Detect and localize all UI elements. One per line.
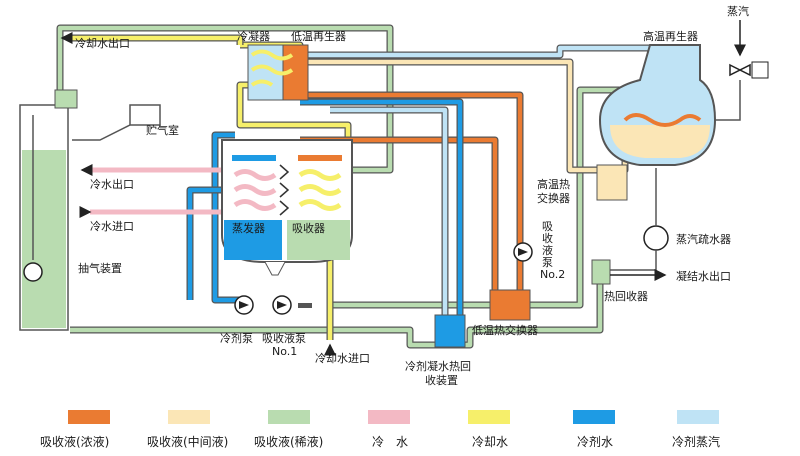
legend-label-mid: 吸收液(中间液) [147,434,228,449]
label-cooling-water-in: 冷却水进口 [315,352,370,365]
refrigerant-water-pipes [186,98,464,345]
legend-label-cold-water: 冷 水 [372,435,408,449]
legend-label-dilute: 吸收液(稀液) [254,434,323,449]
legend-label-refrigerant-vapor: 冷剂蒸汽 [672,434,720,449]
label-high-temp-generator: 高温再生器 [643,29,698,43]
legend-swatch-refrigerant-water [573,410,615,424]
label-cooling-water-out: 冷却水出口 [75,36,130,50]
purge-device [19,89,78,331]
label-absorbent-pump-2-no: No.2 [540,268,565,281]
flow-arrows [60,32,336,356]
label-steam-trap: 蒸汽疏水器 [676,232,731,246]
refrigerant-vapor-pipes [305,44,650,59]
legend: 吸收液(浓液) 吸收液(中间液) 吸收液(稀液) 冷 水 冷却水 冷剂水 冷剂蒸… [40,410,720,449]
label-low-temp-hx: 低温热交换器 [472,323,538,337]
label-low-temp-generator: 低温再生器 [291,29,346,43]
label-cold-water-out: 冷水出口 [90,177,134,191]
label-purge-device: 抽气装置 [78,261,122,275]
label-refrigerant-pump: 冷剂泵 [220,331,253,345]
high-temp-hx [596,164,628,201]
legend-label-cooling-water: 冷却水 [472,435,508,449]
label-heat-recovery: 热回收器 [604,289,648,303]
label-absorbent-pump-1-no: No.1 [272,345,297,358]
label-absorber: 吸收器 [292,221,325,235]
label-refrig-condensate-2: 收装置 [425,373,458,387]
main-shell [221,139,353,276]
legend-label-conc: 吸收液(浓液) [40,434,109,449]
label-refrig-condensate-1: 冷剂凝水热回 [405,359,471,373]
mid-solution-pipes [300,58,629,174]
label-cold-water-in: 冷水进口 [90,220,134,233]
legend-label-refrigerant-water: 冷剂水 [577,434,613,449]
label-condensate-out: 凝结水出口 [676,269,731,283]
low-temp-hx [434,289,531,348]
label-high-temp-hx-1: 高温热 [537,177,570,191]
storage-chamber [72,104,161,141]
legend-swatch-cooling-water [468,410,510,424]
label-absorbent-pump-2-text: 吸收液泵 [542,220,553,269]
steam-inlet [715,20,769,121]
high-temp-generator [598,44,717,166]
legend-swatch-cold-water [368,410,410,424]
legend-swatch-conc [68,410,110,424]
label-absorbent-pump-2: 吸收液泵 No.2 [540,220,565,281]
label-high-temp-hx-2: 交换器 [537,191,570,205]
heat-recovery [591,259,667,285]
legend-swatch-dilute [268,410,310,424]
concentrated-solution-pipes [285,91,524,300]
condenser-ltg-block [247,44,309,101]
label-evaporator: 蒸发器 [232,221,265,235]
legend-swatch-refrigerant-vapor [677,410,719,424]
label-steam: 蒸汽 [727,4,749,18]
pumps [234,242,533,315]
label-absorbent-pump-1: 吸收液泵 [262,331,306,345]
legend-swatch-mid [168,410,210,424]
steam-trap [610,168,669,271]
label-condenser: 冷凝器 [237,29,270,43]
label-storage-chamber: 贮气室 [146,123,179,137]
